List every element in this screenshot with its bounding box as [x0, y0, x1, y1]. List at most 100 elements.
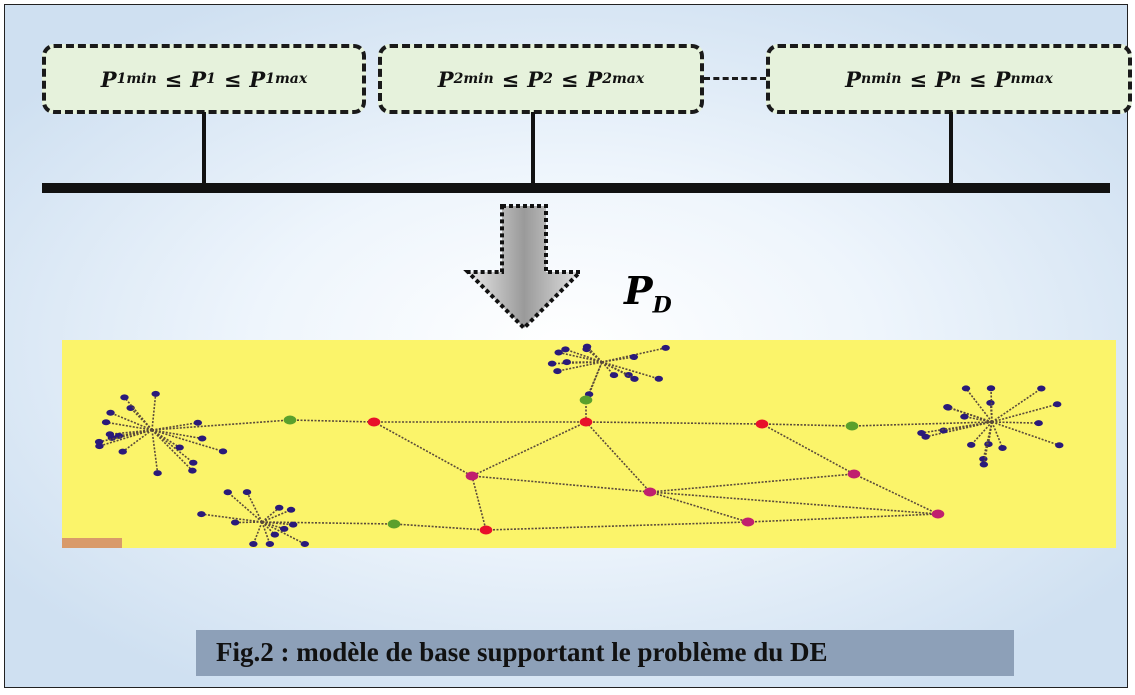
leaf-node	[286, 506, 296, 513]
network-line	[965, 387, 993, 423]
network-line	[151, 429, 203, 440]
leaf-node	[153, 470, 162, 477]
network-line	[246, 491, 263, 523]
network-line	[947, 406, 993, 423]
leaf-node	[193, 419, 203, 426]
network-line	[558, 351, 603, 363]
network-line	[151, 429, 159, 474]
leaf-node	[151, 390, 160, 397]
leaf-node	[967, 441, 976, 448]
bus-node-red	[367, 417, 381, 427]
network-line	[921, 421, 993, 434]
power-bus	[42, 183, 1110, 193]
leaf-node	[118, 448, 127, 455]
leaf-node	[120, 394, 129, 401]
leaf-node	[553, 368, 562, 375]
network-line	[110, 412, 153, 431]
network-line	[601, 361, 635, 380]
leaf-node	[300, 541, 310, 547]
generator-node-green	[579, 395, 593, 405]
network-line	[151, 421, 198, 431]
leaf-node	[979, 456, 988, 463]
network-line	[235, 521, 263, 524]
leaf-node	[609, 372, 619, 379]
leaf-node	[630, 375, 639, 382]
network-line	[991, 403, 1058, 423]
network-line	[151, 429, 181, 449]
network-line	[586, 346, 603, 363]
leaf-node	[654, 375, 663, 382]
leaf-node	[998, 445, 1007, 452]
leaf-node	[986, 399, 995, 406]
generator-node-green	[387, 519, 401, 529]
network-line	[151, 429, 224, 453]
leaf-node	[661, 344, 670, 351]
network-line	[99, 429, 153, 447]
network-line	[105, 421, 153, 431]
network-line	[649, 491, 939, 515]
bus-node-red	[579, 417, 593, 427]
bus-node-magenta	[643, 487, 657, 497]
network-line	[851, 421, 993, 427]
bus-node-magenta	[741, 517, 755, 527]
network-line	[990, 388, 993, 423]
network-line	[925, 421, 993, 438]
bus-node-red	[479, 525, 493, 535]
leaf-node	[1037, 385, 1046, 392]
network-line	[471, 421, 587, 477]
leaf-node	[249, 541, 258, 547]
generator-2-connector	[531, 112, 535, 184]
network-line	[471, 475, 651, 493]
leaf-node	[547, 360, 557, 367]
leaf-node	[175, 444, 184, 451]
network-line	[261, 509, 292, 523]
leaf-node	[961, 385, 971, 392]
leaf-node	[629, 353, 639, 360]
leaf-node	[986, 385, 996, 392]
network-line	[761, 423, 853, 427]
network-line	[565, 348, 603, 363]
leaf-node	[1052, 401, 1062, 408]
leaf-node	[197, 435, 207, 442]
network-line	[557, 361, 603, 372]
network-line	[289, 419, 375, 423]
leaf-node	[270, 531, 280, 538]
network-line	[991, 387, 1042, 423]
network-line	[151, 419, 291, 431]
leaf-node	[582, 343, 592, 350]
network-line	[373, 421, 473, 477]
network-line	[585, 421, 763, 425]
leaf-node	[979, 461, 989, 468]
network-line	[151, 429, 194, 464]
network-line	[983, 421, 993, 465]
network-line	[261, 507, 280, 523]
bus-node-magenta	[465, 471, 479, 481]
leaf-node	[561, 346, 570, 353]
leaf-node	[275, 504, 284, 511]
caption-bar	[196, 630, 1014, 676]
network-line	[761, 423, 855, 475]
bus-node-red	[755, 419, 769, 429]
network-line	[261, 521, 306, 545]
network-line	[991, 421, 1004, 449]
network-line	[261, 521, 294, 526]
leaf-node	[94, 438, 104, 445]
leaf-node	[106, 409, 115, 416]
leaf-node	[1034, 420, 1043, 427]
network-line	[252, 521, 263, 545]
network-line	[122, 429, 153, 453]
leaf-node	[943, 403, 952, 410]
generator-node-green	[283, 415, 297, 425]
generator-n-connector	[949, 112, 953, 184]
network-line	[151, 429, 193, 472]
generator-node-green	[845, 421, 859, 431]
network-line	[601, 361, 660, 380]
leaf-node	[242, 489, 252, 496]
leaf-node	[917, 429, 926, 436]
leaf-node	[189, 459, 198, 466]
network-line	[227, 491, 263, 523]
leaf-node	[230, 519, 240, 526]
leaf-node	[197, 511, 206, 518]
network-line	[747, 513, 939, 523]
